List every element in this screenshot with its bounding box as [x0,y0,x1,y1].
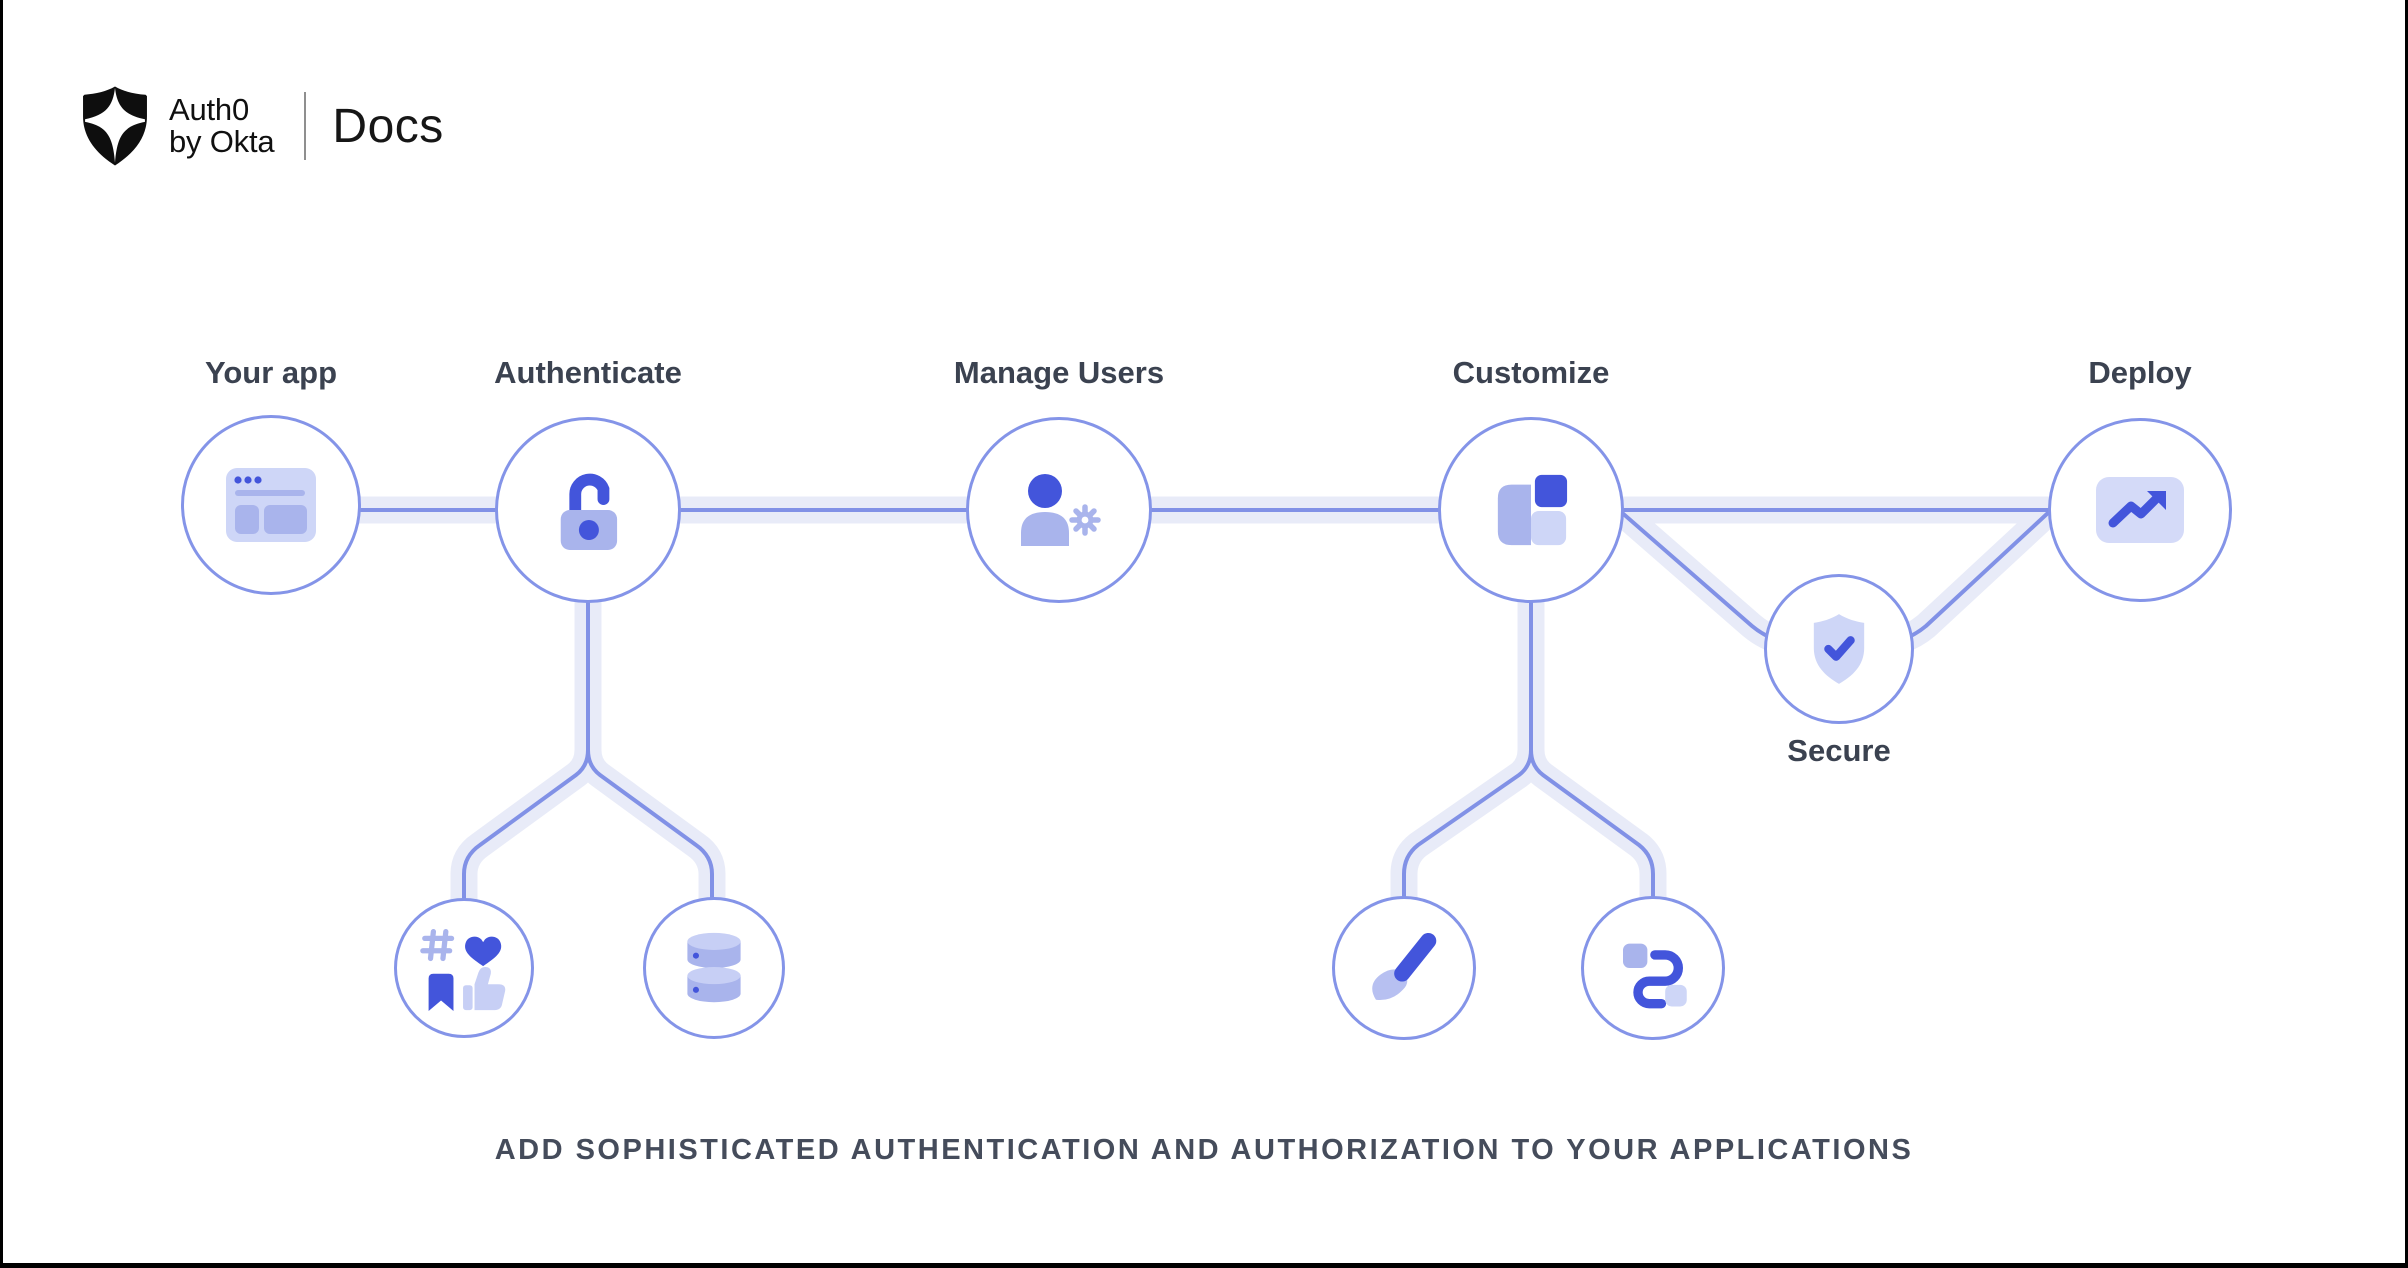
hashtag-icon [420,929,455,962]
bookmark-icon [428,973,454,1012]
node-manage-users [966,417,1152,603]
trending-up-icon [2096,477,2184,543]
node-customize [1438,417,1624,603]
shield-check-icon [1813,614,1865,684]
label-authenticate: Authenticate [494,355,682,390]
node-secure [1764,574,1914,724]
brand-lockup: Auth0 by Okta Docs [81,84,444,168]
product-name: Docs [332,99,444,153]
paintbrush-icon [1372,932,1437,1001]
social-icons-cluster [420,929,506,1012]
heart-icon [465,936,502,967]
node-deploy [2048,418,2232,602]
thumbs-up-icon [463,967,506,1011]
user-gear-icon [1021,474,1101,546]
layout-blocks-icon [1497,474,1568,546]
gear-icon [1069,504,1101,536]
brand-line2: by Okta [169,124,275,159]
brand-divider [304,92,307,160]
node-authenticate [495,417,681,603]
tagline: ADD SOPHISTICATED AUTHENTICATION AND AUT… [494,1134,1914,1166]
node-flows [1581,896,1725,1040]
connector-lines [257,496,2154,913]
node-database [643,897,785,1039]
brand-name: Auth0 by Okta [169,92,275,159]
auth0-shield-logo-icon [83,86,147,166]
database-icon [687,932,741,1003]
brand-line1: Auth0 [169,92,250,127]
unlocked-padlock-icon [560,473,618,550]
node-social-connections [394,898,534,1038]
browser-window-icon [226,468,316,542]
label-your-app: Your app [204,355,338,390]
route-flow-icon [1623,943,1687,1009]
node-your-app [181,415,361,595]
label-deploy: Deploy [2088,355,2192,390]
label-secure: Secure [1787,733,1891,768]
label-customize: Customize [1452,355,1610,390]
node-branding [1332,896,1476,1040]
label-manage-users: Manage Users [953,355,1165,390]
